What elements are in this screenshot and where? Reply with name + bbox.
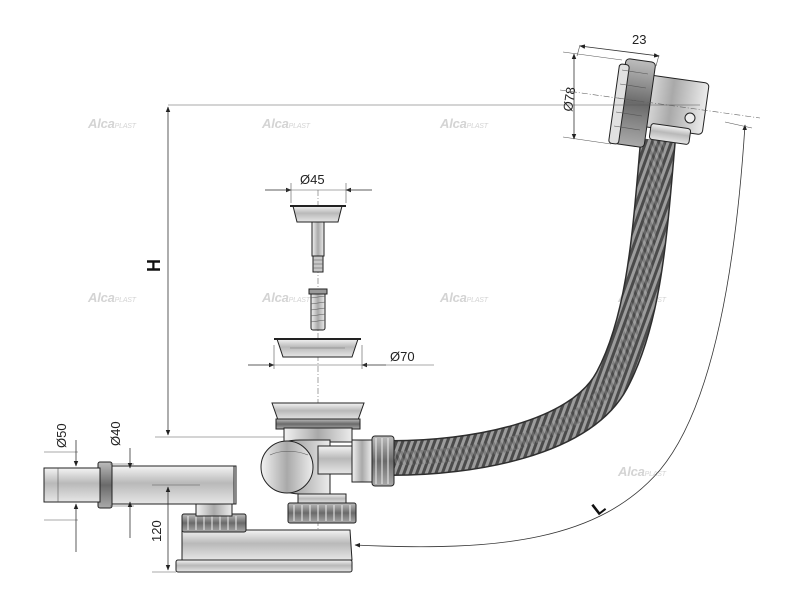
dim-length-l: L — [588, 497, 609, 520]
dim-top-width: 23 — [632, 32, 646, 47]
dim-outlet-outer-diameter: Ø50 — [54, 423, 69, 448]
dim-trap-height: 120 — [149, 520, 164, 542]
screw — [308, 288, 328, 331]
dim-height-h: H — [144, 259, 164, 272]
dim-plug-diameter: Ø45 — [300, 172, 325, 187]
watermark: AlcaPLAST — [87, 116, 137, 131]
overflow-head — [608, 58, 710, 148]
dim-waste-diameter: Ø70 — [390, 349, 415, 364]
plug — [290, 205, 346, 273]
watermark: AlcaPLAST — [261, 290, 311, 305]
waste-body — [260, 402, 395, 524]
watermark: AlcaPLAST — [439, 290, 489, 305]
watermark: AlcaPLAST — [617, 464, 667, 479]
dim-overflow-diameter: Ø78 — [560, 86, 578, 112]
waste-flange — [274, 338, 361, 358]
watermark: AlcaPLAST — [261, 116, 311, 131]
watermark: AlcaPLAST — [439, 116, 489, 131]
dim-outlet-inner-diameter: Ø40 — [108, 421, 123, 446]
watermark: AlcaPLAST — [87, 290, 137, 305]
trap — [43, 461, 353, 573]
